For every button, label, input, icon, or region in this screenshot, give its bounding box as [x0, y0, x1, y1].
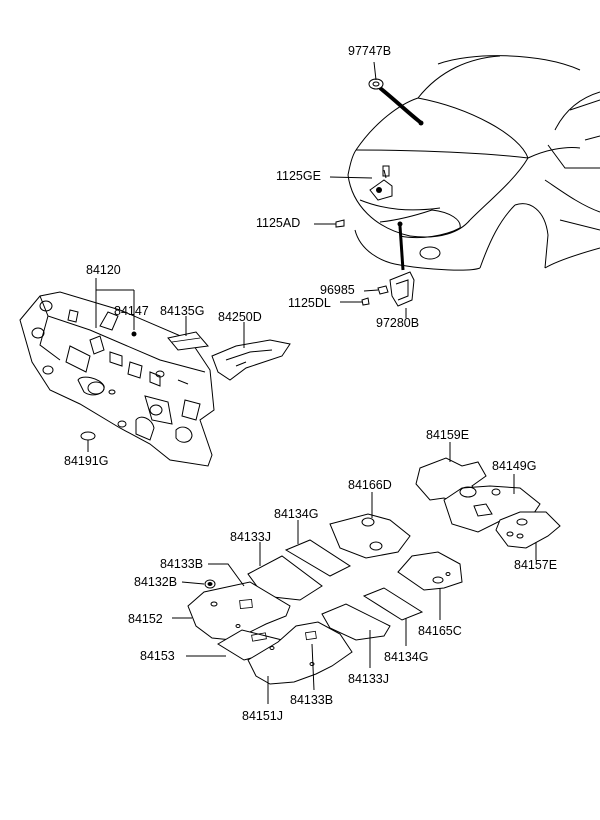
leader-lines	[87, 61, 537, 704]
label-84151J: 84151J	[242, 709, 284, 723]
label-84133J-bottom: 84133J	[348, 672, 390, 686]
floor-insulation-pads	[187, 457, 561, 685]
label-84153: 84153	[140, 649, 175, 663]
label-84159E: 84159E	[426, 428, 470, 442]
label-84165C: 84165C	[418, 624, 462, 638]
dash-insulator-illustration	[19, 291, 291, 467]
label-1125DL: 1125DL	[288, 296, 331, 310]
label-84120: 84120	[86, 263, 121, 277]
label-84250D: 84250D	[218, 310, 262, 324]
label-84135G: 84135G	[160, 304, 205, 318]
label-84133B-bottom: 84133B	[290, 693, 334, 707]
label-84133J-top: 84133J	[230, 530, 272, 544]
label-84191G: 84191G	[64, 454, 109, 468]
car-front-illustration	[335, 55, 600, 307]
label-84134G-top: 84134G	[274, 507, 319, 521]
label-84157E: 84157E	[514, 558, 558, 572]
label-84134G-bottom: 84134G	[384, 650, 429, 664]
label-1125GE: 1125GE	[276, 169, 321, 183]
label-97747B: 97747B	[348, 44, 392, 58]
label-96985: 96985	[320, 283, 355, 297]
label-84147: 84147	[114, 304, 149, 318]
label-84152: 84152	[128, 612, 163, 626]
label-84149G: 84149G	[492, 459, 537, 473]
label-84133B-top: 84133B	[160, 557, 204, 571]
label-84132B: 84132B	[134, 575, 178, 589]
label-97280B: 97280B	[376, 316, 420, 330]
label-1125AD: 1125AD	[256, 216, 301, 230]
label-84166D: 84166D	[348, 478, 392, 492]
